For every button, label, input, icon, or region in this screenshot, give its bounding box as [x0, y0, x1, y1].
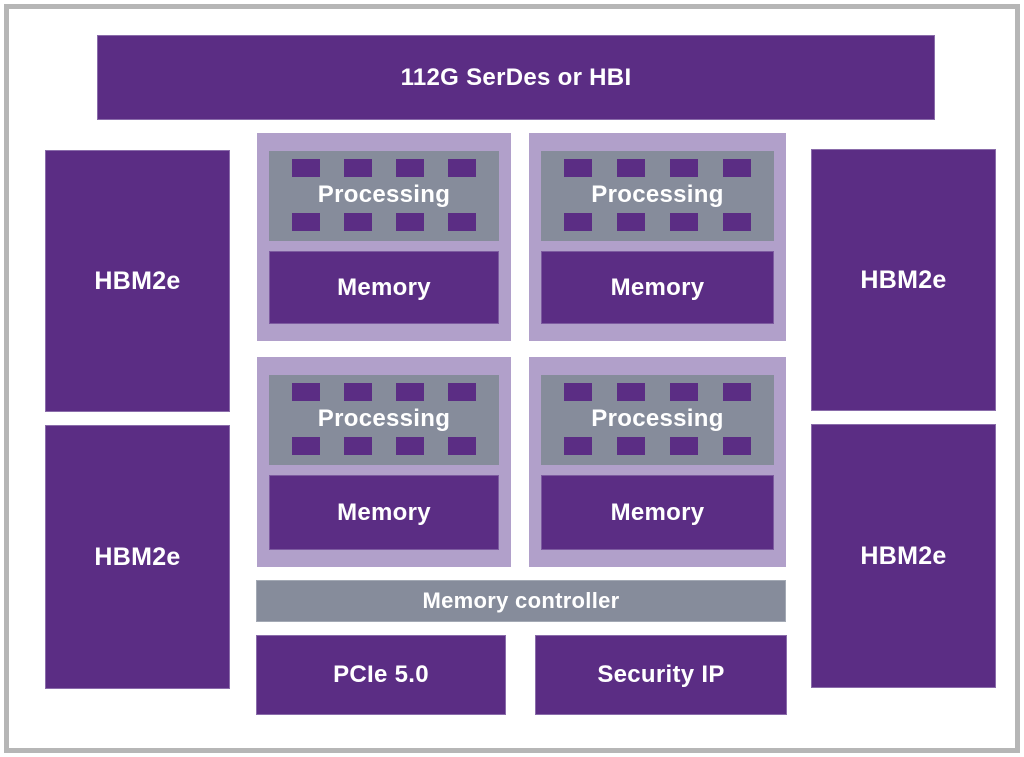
pe-core-square	[292, 213, 320, 231]
memory-block: Memory	[269, 475, 499, 550]
hbm2e-block-left-top: HBM2e	[45, 150, 230, 412]
pe-core-square	[344, 213, 372, 231]
pe-core-square	[564, 383, 592, 401]
pe-core-row	[292, 383, 476, 401]
pe-core-square	[344, 383, 372, 401]
hbm2e-label: HBM2e	[860, 541, 947, 570]
pcie-label: PCIe 5.0	[333, 661, 429, 688]
pe-core-row	[292, 437, 476, 455]
memory-block: Memory	[541, 251, 774, 324]
pe-core-square	[617, 437, 645, 455]
pe-core-square	[292, 159, 320, 177]
pe-core-row	[564, 159, 751, 177]
hbm2e-block-right-top: HBM2e	[811, 149, 996, 411]
memory-label: Memory	[337, 498, 431, 526]
hbm2e-block-right-bottom: HBM2e	[811, 424, 996, 688]
pe-core-square	[292, 383, 320, 401]
pe-core-square	[670, 159, 698, 177]
memory-block: Memory	[541, 475, 774, 550]
processing-block: Processing	[269, 375, 499, 465]
pe-core-square	[670, 437, 698, 455]
hbm2e-label: HBM2e	[94, 266, 181, 295]
pe-core-square	[448, 383, 476, 401]
pe-core-square	[723, 159, 751, 177]
pe-core-square	[448, 437, 476, 455]
pe-core-square	[396, 437, 424, 455]
pe-core-square	[564, 159, 592, 177]
pe-core-square	[670, 213, 698, 231]
pe-core-row	[292, 159, 476, 177]
pe-core-square	[617, 159, 645, 177]
compute-tile-3: Processing Memory	[257, 357, 511, 567]
pe-core-square	[396, 383, 424, 401]
hbm2e-label: HBM2e	[860, 265, 947, 294]
pe-core-square	[723, 383, 751, 401]
pe-core-square	[723, 213, 751, 231]
compute-tile-4: Processing Memory	[529, 357, 786, 567]
compute-tile-1: Processing Memory	[257, 133, 511, 341]
processing-label: Processing	[591, 405, 724, 432]
processing-block: Processing	[269, 151, 499, 241]
pe-core-square	[292, 437, 320, 455]
memory-block: Memory	[269, 251, 499, 324]
hbm2e-label: HBM2e	[94, 542, 181, 571]
pe-core-row	[564, 383, 751, 401]
pe-core-square	[723, 437, 751, 455]
processing-label: Processing	[591, 181, 724, 208]
pe-core-square	[448, 159, 476, 177]
memory-controller-label: Memory controller	[422, 588, 620, 613]
processing-label: Processing	[317, 181, 451, 208]
processing-block: Processing	[541, 151, 774, 241]
pe-core-square	[344, 437, 372, 455]
serdes-hbi-label: 112G SerDes or HBI	[400, 63, 632, 91]
pe-core-square	[564, 213, 592, 231]
pe-core-square	[617, 213, 645, 231]
compute-tile-2: Processing Memory	[529, 133, 786, 341]
hbm2e-block-left-bottom: HBM2e	[45, 425, 230, 689]
pe-core-row	[292, 213, 476, 231]
pcie-block: PCIe 5.0	[256, 635, 506, 715]
diagram-frame	[4, 4, 1020, 753]
processing-label: Processing	[317, 405, 451, 432]
serdes-hbi-bar: 112G SerDes or HBI	[97, 35, 935, 120]
pe-core-square	[564, 437, 592, 455]
pe-core-row	[564, 437, 751, 455]
pe-core-square	[617, 383, 645, 401]
pe-core-square	[396, 213, 424, 231]
memory-label: Memory	[610, 498, 705, 526]
processing-block: Processing	[541, 375, 774, 465]
memory-controller-bar: Memory controller	[256, 580, 786, 622]
memory-label: Memory	[610, 273, 705, 301]
pe-core-square	[344, 159, 372, 177]
security-ip-block: Security IP	[535, 635, 787, 715]
pe-core-square	[396, 159, 424, 177]
pe-core-row	[564, 213, 751, 231]
pe-core-square	[448, 213, 476, 231]
security-ip-label: Security IP	[597, 661, 725, 688]
pe-core-square	[670, 383, 698, 401]
memory-label: Memory	[337, 273, 431, 301]
